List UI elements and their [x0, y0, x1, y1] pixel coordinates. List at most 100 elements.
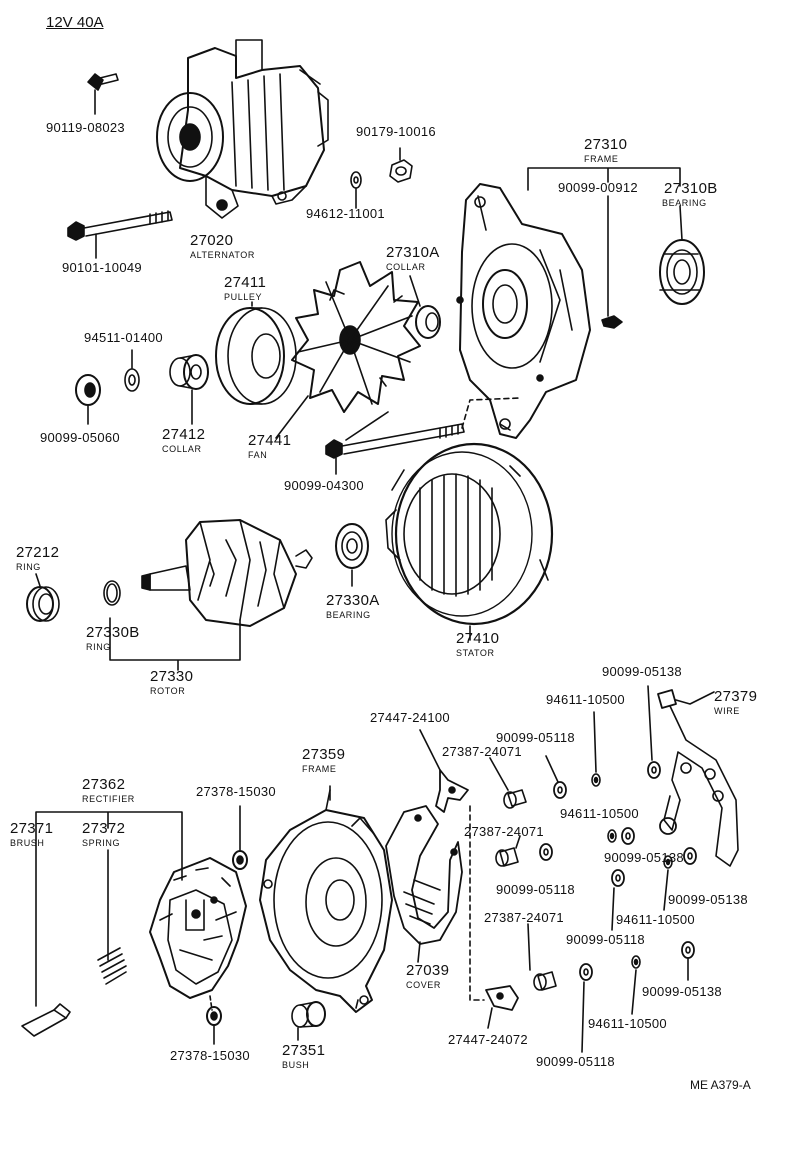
bush-27351-icon: [291, 1001, 326, 1041]
spec-header: 12V 40A: [46, 14, 104, 31]
label-nut-g: 90099-05118: [536, 1054, 615, 1069]
label-nut-b: 90099-05138: [604, 850, 684, 865]
rectifier-group-bracket: [35, 811, 183, 1007]
label-rear-frame-name: FRAME: [302, 764, 337, 774]
through-bolt-icon: [67, 210, 173, 259]
label-bush-no: 27351: [282, 1042, 326, 1059]
label-fan-no: 27441: [248, 432, 292, 449]
label-nut-f: 90099-05138: [642, 984, 722, 999]
label-bearing-b-no: 27310B: [664, 180, 718, 197]
label-washer-c: 94611-10500: [616, 912, 695, 927]
rectifier-27362-icon: [149, 857, 247, 1011]
label-bearing-a-no: 27330A: [326, 592, 380, 609]
label-rotor-no: 27330: [150, 668, 194, 685]
bearing-27310b-icon: [659, 205, 705, 305]
front-frame-27310-icon: [456, 183, 591, 439]
stator-27410-icon: [385, 442, 554, 641]
screw-bottom-icon: [206, 1006, 222, 1045]
label-screw-bottom: 27378-15030: [170, 1048, 250, 1063]
label-brush-name: BRUSH: [10, 838, 45, 848]
frame-screw-icon: [601, 195, 623, 329]
label-rectifier-no: 27362: [82, 776, 126, 793]
label-washer-d: 94611-10500: [588, 1016, 667, 1031]
label-collar-no: 27412: [162, 426, 206, 443]
label-rear-frame-no: 27359: [302, 746, 346, 763]
label-washer-b: 94611-10500: [560, 806, 639, 821]
label-ring-b-no: 27330B: [86, 624, 140, 641]
label-nut-top: 90179-10016: [356, 124, 436, 139]
long-bolt-icon: [325, 397, 521, 475]
label-spring-name: SPRING: [82, 838, 121, 848]
screw-top-icon: [232, 805, 248, 870]
figure-code: ME A379-A: [690, 1078, 751, 1092]
label-rotor-name: ROTOR: [150, 686, 186, 696]
label-spring-no: 27372: [82, 820, 126, 837]
label-fan-name: FAN: [248, 450, 268, 460]
washer-94612-icon: [350, 171, 362, 209]
alternator-assembly: [156, 39, 329, 219]
label-rectifier-name: RECTIFIER: [82, 794, 135, 804]
rotor-group-bracket: [109, 617, 241, 671]
label-nut-c: 90099-05118: [496, 882, 575, 897]
label-stator-name: STATOR: [456, 648, 495, 658]
label-nut-e: 90099-05118: [566, 932, 645, 947]
label-bolt-top: 90119-08023: [46, 120, 125, 135]
label-washer-top: 94612-11001: [306, 206, 385, 221]
label-ring-name: RING: [16, 562, 41, 572]
wire-27379-icon: [657, 689, 739, 867]
bolt-90119-08023-icon: [87, 73, 119, 115]
brush-27371-icon: [21, 1003, 71, 1037]
spring-27372-icon: [97, 947, 127, 985]
label-wire-name: WIRE: [714, 706, 740, 716]
terminal-bottom-icon: [485, 985, 519, 1029]
label-collar-a-name: COLLAR: [386, 262, 426, 272]
label-collar-a-no: 27310A: [386, 244, 440, 261]
label-insulator-2: 27387-24071: [464, 824, 544, 839]
label-wire-no: 27379: [714, 688, 758, 705]
label-cover-no: 27039: [406, 962, 450, 979]
label-alternator-no: 27020: [190, 232, 234, 249]
label-washer-wire: 94611-10500: [546, 692, 625, 707]
insulator-3-icon: [527, 923, 557, 991]
rotor-27330-icon: [141, 519, 313, 627]
collar-27412-icon: [169, 354, 209, 425]
nut-90099-05060-icon: [75, 374, 101, 425]
fan-27441-icon: [275, 261, 421, 441]
ring-27330b-icon: [103, 580, 121, 606]
label-through-bolt: 90101-10049: [62, 260, 142, 275]
label-washer-pulley: 94511-01400: [84, 330, 163, 345]
label-cover-name: COVER: [406, 980, 442, 990]
label-insulator-1: 27387-24071: [442, 744, 522, 759]
label-insulator-3: 27387-24071: [484, 910, 564, 925]
ring-27212-icon: [26, 573, 60, 622]
label-pulley-name: PULLEY: [224, 292, 263, 302]
label-nut-d: 90099-05138: [668, 892, 748, 907]
label-screw-top: 27378-15030: [196, 784, 276, 799]
nut-90179-icon: [389, 147, 413, 183]
terminal-top-icon: [419, 729, 485, 1001]
label-ring-no: 27212: [16, 544, 60, 561]
label-nut-a: 90099-05118: [496, 730, 575, 745]
label-pulley-no: 27411: [224, 274, 267, 291]
label-frame-no: 27310: [584, 136, 628, 153]
label-alternator-name: ALTERNATOR: [190, 250, 256, 260]
insulator-1-icon: [489, 757, 527, 809]
cover-27039-icon: [385, 805, 463, 963]
label-bearing-b-name: BEARING: [662, 198, 707, 208]
label-frame-name: FRAME: [584, 154, 619, 164]
label-bearing-a-name: BEARING: [326, 610, 371, 620]
label-frame-screw: 90099-00912: [558, 180, 638, 195]
label-nut-wire: 90099-05138: [602, 664, 682, 679]
label-terminal-bottom: 27447-24072: [448, 1032, 528, 1047]
label-ring-b-name: RING: [86, 642, 111, 652]
label-stator-no: 27410: [456, 630, 500, 647]
small-fasteners: [539, 685, 697, 1053]
frame-group-bracket: [527, 167, 681, 191]
bearing-27330a-icon: [335, 523, 369, 587]
label-bush-name: BUSH: [282, 1060, 310, 1070]
washer-94511-icon: [124, 349, 140, 392]
label-terminal-top: 27447-24100: [370, 710, 450, 725]
collar-27310a-icon: [409, 275, 441, 339]
